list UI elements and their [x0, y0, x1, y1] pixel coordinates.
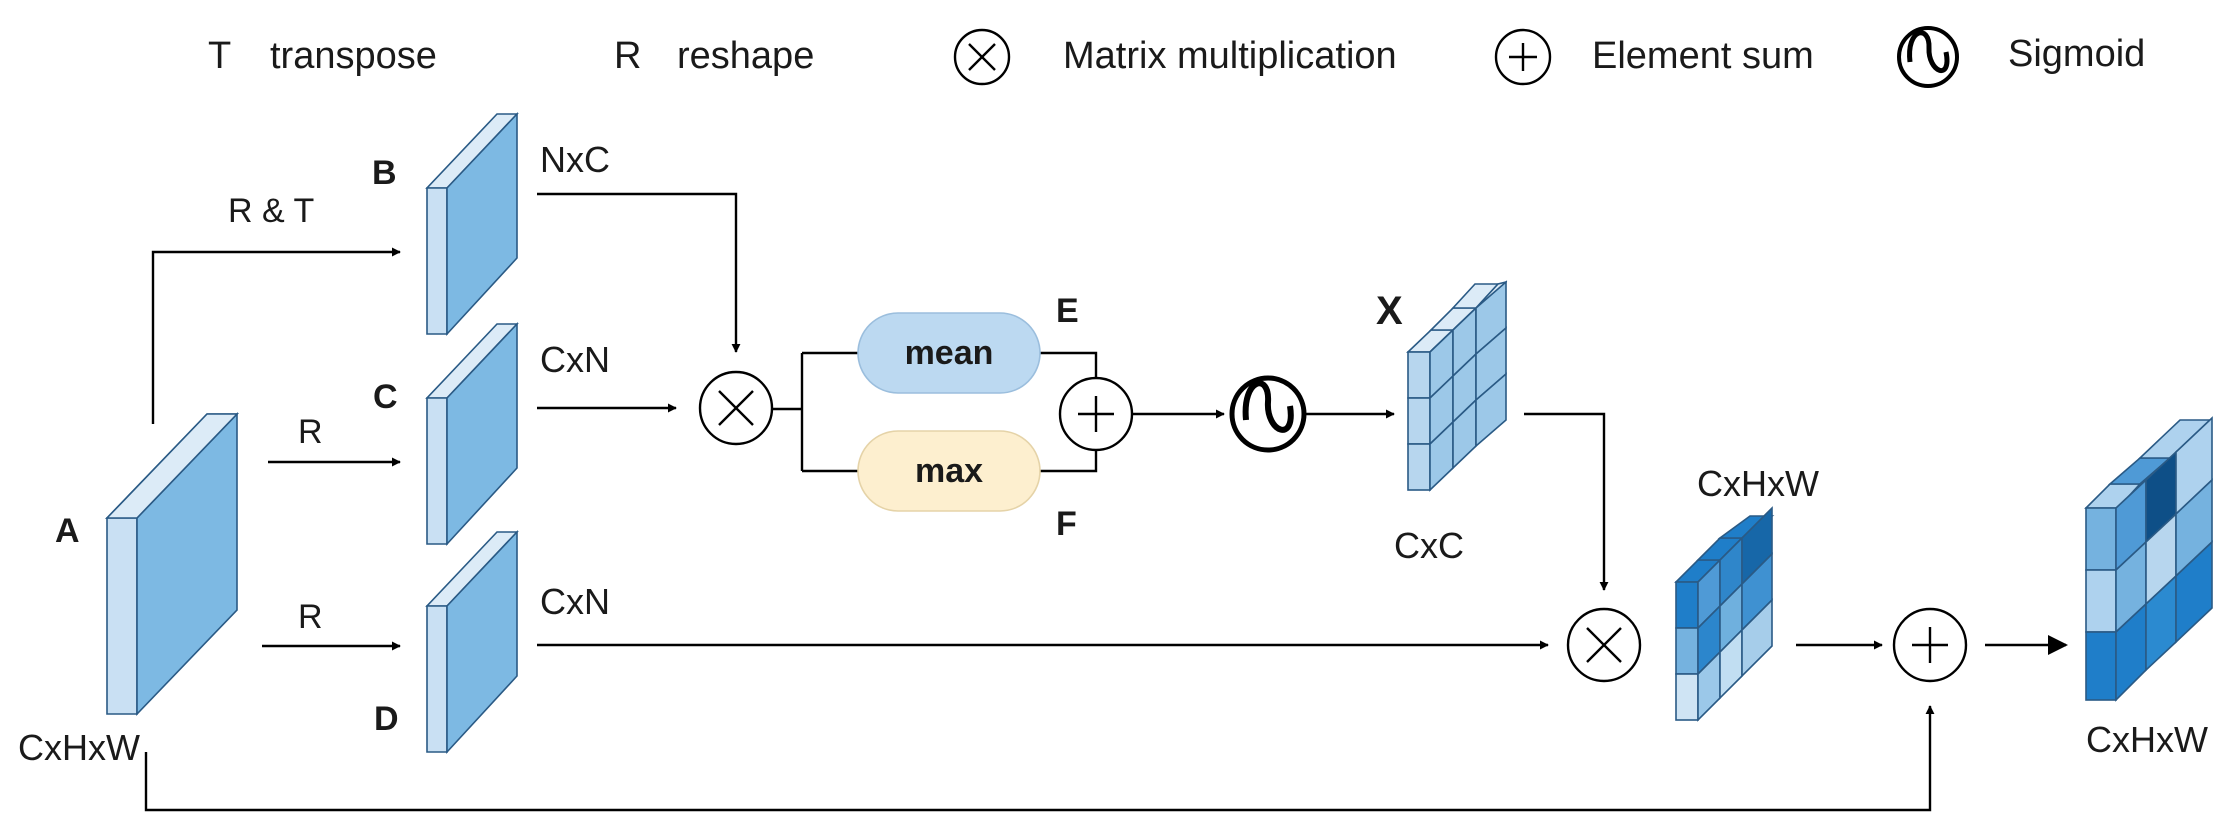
arrow-b-to-matmul [537, 192, 741, 353]
dim-output-label: CxHxW [2086, 719, 2208, 760]
op-r2-label: R [298, 598, 323, 636]
legend-matmul-label: Matrix multiplication [1063, 35, 1397, 77]
mean-label: mean [905, 334, 994, 372]
tensor-c [425, 321, 519, 547]
dim-mid-label: CxHxW [1697, 463, 1819, 504]
sum-op-1 [1058, 376, 1134, 452]
matmul-op-2 [1566, 607, 1642, 683]
arrow-a-to-b [151, 247, 401, 424]
legend-reshape-label: reshape [677, 35, 814, 77]
dim-b-label: NxC [540, 139, 610, 180]
dim-d-label: CxN [540, 581, 610, 622]
tensor-x-cube [1406, 280, 1508, 492]
sigmoid-op [1229, 375, 1307, 453]
sigmoid-icon [1897, 26, 1959, 88]
arrow-skip-a-to-sum [144, 705, 1935, 812]
legend-sigmoid-label: Sigmoid [2008, 33, 2145, 75]
arrow-x-to-matmul [1524, 412, 1609, 591]
tensor-f-label: F [1056, 505, 1077, 543]
legend: T transpose R reshape Matrix multiplicat… [208, 26, 2145, 88]
tensor-a-label: A [55, 512, 80, 550]
dim-x-label: CxC [1394, 525, 1464, 566]
connections [144, 192, 2068, 812]
tensor-x-label: X [1376, 289, 1403, 333]
tensor-b [425, 111, 519, 337]
tensor-d-label: D [374, 700, 399, 738]
tensor-d [425, 529, 519, 755]
legend-transpose-symbol: T [208, 35, 231, 77]
max-label: max [915, 452, 983, 490]
tensor-e-label: E [1056, 292, 1079, 330]
tensor-b-label: B [372, 154, 397, 192]
sum-op-2 [1892, 607, 1968, 683]
output-cube [2084, 416, 2213, 702]
matmul-op-1 [698, 370, 774, 446]
matmul-icon [953, 28, 1011, 86]
mid-cube [1674, 506, 1775, 722]
wire-mean-to-sum [1040, 351, 1098, 388]
tensor-c-label: C [373, 378, 398, 416]
tensor-a [105, 412, 239, 716]
legend-transpose-label: transpose [270, 35, 437, 77]
dim-input-label: CxHxW [18, 727, 140, 768]
legend-sum-label: Element sum [1592, 35, 1814, 77]
mean-pool: mean [857, 312, 1041, 394]
legend-reshape-symbol: R [614, 35, 641, 77]
op-rt-label: R & T [228, 192, 314, 230]
sum-icon [1494, 28, 1552, 86]
op-r1-label: R [298, 413, 323, 451]
dim-c-label: CxN [540, 339, 610, 380]
max-pool: max [857, 430, 1041, 512]
